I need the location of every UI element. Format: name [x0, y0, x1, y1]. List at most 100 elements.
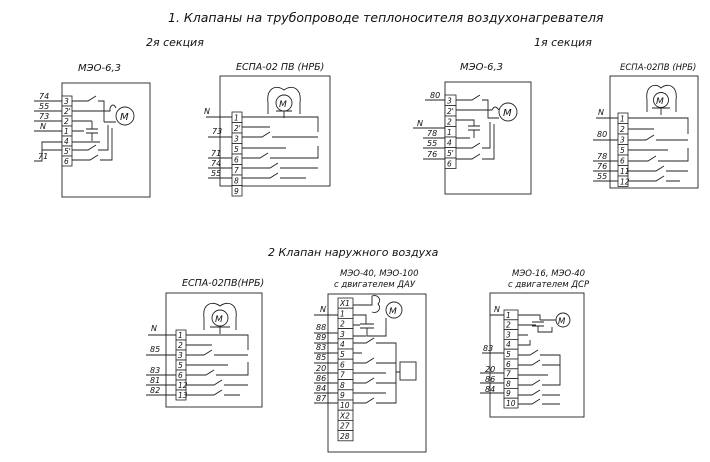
terminal-number: X1 — [339, 299, 350, 308]
terminal-number: 4 — [506, 340, 511, 349]
terminal-number: 4 — [447, 139, 452, 148]
terminal-cell — [337, 430, 354, 442]
terminal-number: 8 — [234, 177, 239, 186]
section-1-label: 1я секция — [534, 36, 592, 49]
wire-labels: 74 55 73 N 71 — [38, 92, 49, 161]
terminal-number: 5 — [620, 146, 625, 155]
terminal-number: 7 — [506, 370, 511, 379]
terminal-number: 1 — [234, 114, 239, 123]
terminal-number: 3 — [506, 330, 511, 339]
wire-label: N — [151, 324, 157, 333]
terminal-number: 13 — [178, 391, 188, 400]
terminal-number: 10 — [506, 399, 516, 408]
motor-icon — [498, 102, 518, 122]
motor-label: M — [656, 97, 664, 107]
wire-label: 73 — [39, 112, 49, 121]
terminal-number: 2 — [64, 117, 69, 126]
wire-label: 55 — [597, 172, 607, 181]
wire-label: 86 — [485, 375, 495, 384]
wire-labels: N 85 83 81 82 — [150, 324, 160, 395]
wire-label: 73 — [212, 127, 222, 136]
resistor-block — [399, 361, 417, 381]
device-subtitle: с двигателем ДАУ — [334, 280, 416, 290]
terminal-number: 1 — [64, 127, 69, 136]
terminal-number: 2 — [447, 118, 452, 127]
terminal-number: 9 — [234, 187, 239, 196]
terminal-number: 3 — [234, 135, 239, 144]
wire-label: 78 — [427, 129, 437, 138]
terminal-number: 5 — [506, 350, 511, 359]
wire-label: 78 — [597, 152, 607, 161]
terminal-number: 5 — [234, 145, 239, 154]
wire-label: 83 — [483, 344, 493, 353]
terminal-number: 2' — [234, 124, 241, 133]
wire-labels: N 88 89 83 85 20 86 84 87 — [316, 305, 327, 403]
motor-label: M — [558, 317, 566, 327]
motor-label: M — [279, 100, 287, 110]
wire-label: 74 — [211, 159, 221, 168]
device-title: МЭО-40, МЭО-100 — [340, 269, 419, 279]
terminal-number: 4 — [340, 340, 345, 349]
terminal-number: 27 — [340, 422, 350, 431]
wire-label: N — [417, 119, 423, 128]
terminal-number: 2' — [447, 107, 454, 116]
terminal-number: X2 — [339, 411, 350, 420]
terminal-cell — [61, 155, 73, 167]
section-2-label: 2я секция — [146, 36, 204, 49]
wire-label: 20 — [485, 365, 495, 374]
wire-label: 84 — [316, 384, 326, 393]
motor-icon — [115, 106, 135, 126]
motor-label: M — [215, 315, 223, 325]
wire-label: 84 — [485, 385, 495, 394]
terminal-number: 2 — [178, 341, 183, 350]
diagram-meo-40-100-dau: МЭО-40, МЭО-100 с двигателем ДАУ X112345… — [314, 269, 427, 453]
terminal-number: 28 — [340, 432, 350, 441]
device-title: МЭО-16, МЭО-40 — [512, 269, 585, 279]
device-title: ЕСПА-02ПВ (НРБ) — [620, 63, 696, 73]
device-housing — [219, 75, 331, 187]
wire-label: 71 — [38, 152, 48, 161]
wire-label: 76 — [427, 150, 437, 159]
terminal-number: 4 — [64, 137, 69, 146]
device-housing — [61, 82, 151, 198]
wire-label: 85 — [316, 353, 326, 362]
terminal-number: 10 — [340, 401, 350, 410]
section-2-heading: 2 Клапан наружного воздуха — [268, 246, 439, 259]
wire-label: 82 — [150, 386, 160, 395]
terminal-number: 11 — [620, 167, 630, 176]
terminal-number: 6 — [340, 360, 345, 369]
terminal-number: 1 — [447, 128, 452, 137]
motor-label: M — [120, 112, 129, 123]
diagram-meo-16-40-dsr: МЭО-16, МЭО-40 с двигателем ДСР 12345678… — [480, 269, 590, 418]
terminal-number: 9 — [340, 391, 345, 400]
terminal-number: 5 — [340, 350, 345, 359]
terminal-number: 6 — [178, 371, 183, 380]
wire-label: 55 — [39, 102, 49, 111]
motor-icon — [653, 92, 669, 108]
wire-label: 88 — [316, 323, 326, 332]
device-title: МЭО-6,3 — [460, 62, 503, 73]
wire-label: N — [494, 305, 500, 314]
wire-labels: N 73 71 74 55 — [204, 107, 222, 178]
terminal-number: 2 — [620, 125, 625, 134]
terminal-number: 7 — [340, 371, 345, 380]
terminal-number: 2 — [340, 320, 345, 329]
terminal-cell — [231, 185, 243, 197]
wire-label: 81 — [150, 376, 160, 385]
terminal-number: 6 — [64, 157, 69, 166]
wire-label: N — [320, 305, 326, 314]
terminal-number: 3 — [620, 136, 625, 145]
wire-label: 87 — [316, 394, 327, 403]
wire-label: 80 — [430, 91, 440, 100]
wire-label: 55 — [211, 169, 221, 178]
device-title: ЕСПА-02ПВ(НРБ) — [182, 278, 264, 289]
wire-label: 86 — [316, 374, 326, 383]
wire-label: 71 — [211, 149, 221, 158]
terminal-number: 3 — [178, 351, 183, 360]
